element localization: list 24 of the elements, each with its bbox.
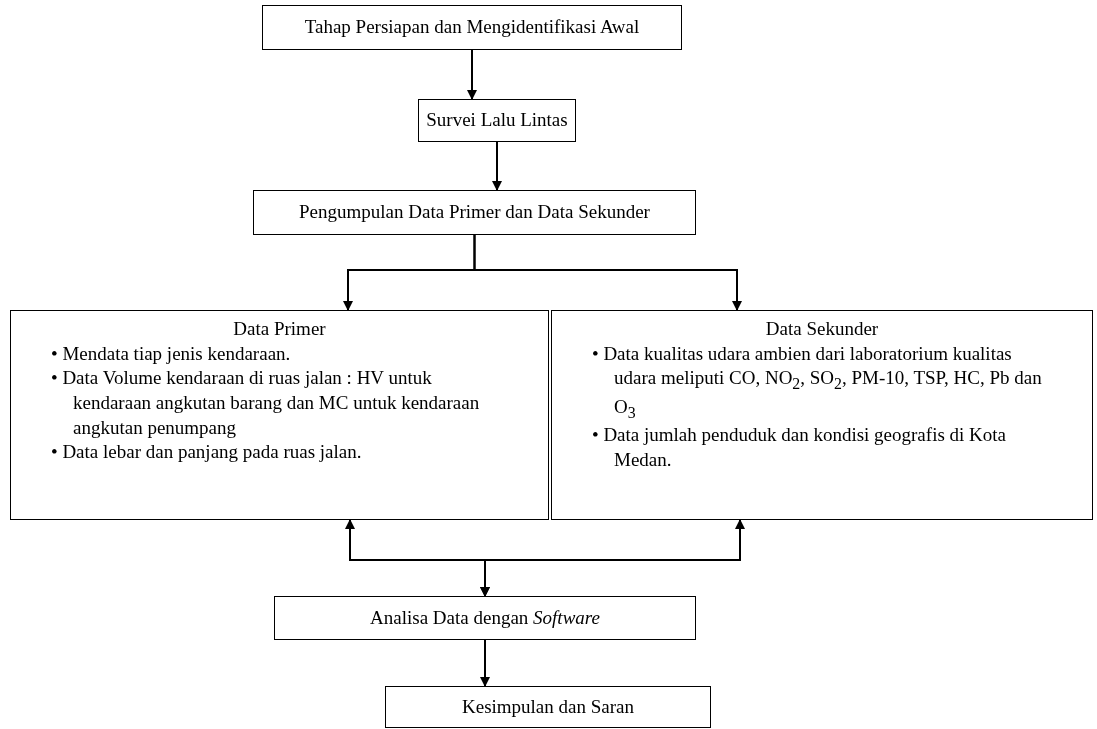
box-heading: Data Sekunder bbox=[764, 317, 880, 341]
process-box bbox=[262, 5, 682, 50]
arrow bbox=[480, 519, 745, 597]
bullet-item: • Data kualitas udara ambien dari laboratorium kualitas udara meliputi CO, NO$_{2}$, SO$_{2}$, PM-10, TSP, HC, Pb dan O$_{3}$ bbox=[592, 341, 1042, 423]
box-text: Kesimpulan dan Saran bbox=[462, 694, 634, 719]
process-box bbox=[551, 310, 1093, 520]
bullet-item: • Data lebar dan panjang pada ruas jalan. bbox=[51, 440, 363, 465]
box-text: Analisa Data dengan Software bbox=[370, 605, 600, 630]
process-box bbox=[253, 190, 696, 235]
bullet-item: • Data jumlah penduduk dan kondisi geografis di Kota Medan. bbox=[592, 423, 1007, 472]
box-text: Pengumpulan Data Primer dan Data Sekunder bbox=[299, 200, 650, 225]
arrow bbox=[467, 49, 477, 100]
box-heading: Data Primer bbox=[232, 317, 327, 341]
box-text: Survei Lalu Lintas bbox=[426, 108, 568, 133]
arrow bbox=[473, 234, 742, 311]
box-text: Tahap Persiapan dan Mengidentifikasi Awal bbox=[304, 15, 640, 40]
arrow bbox=[480, 639, 490, 687]
bullet-item: • Mendata tiap jenis kendaraan. bbox=[51, 341, 292, 366]
process-box bbox=[274, 596, 696, 640]
process-box bbox=[418, 99, 576, 142]
process-box bbox=[385, 686, 711, 728]
arrow bbox=[492, 141, 502, 191]
bullet-item: • Data Volume kendaraan di ruas jalan : HV untuk kendaraan angkutan barang dan MC untuk kendaraan angkutan penumpang bbox=[51, 366, 481, 440]
process-box bbox=[10, 310, 549, 520]
